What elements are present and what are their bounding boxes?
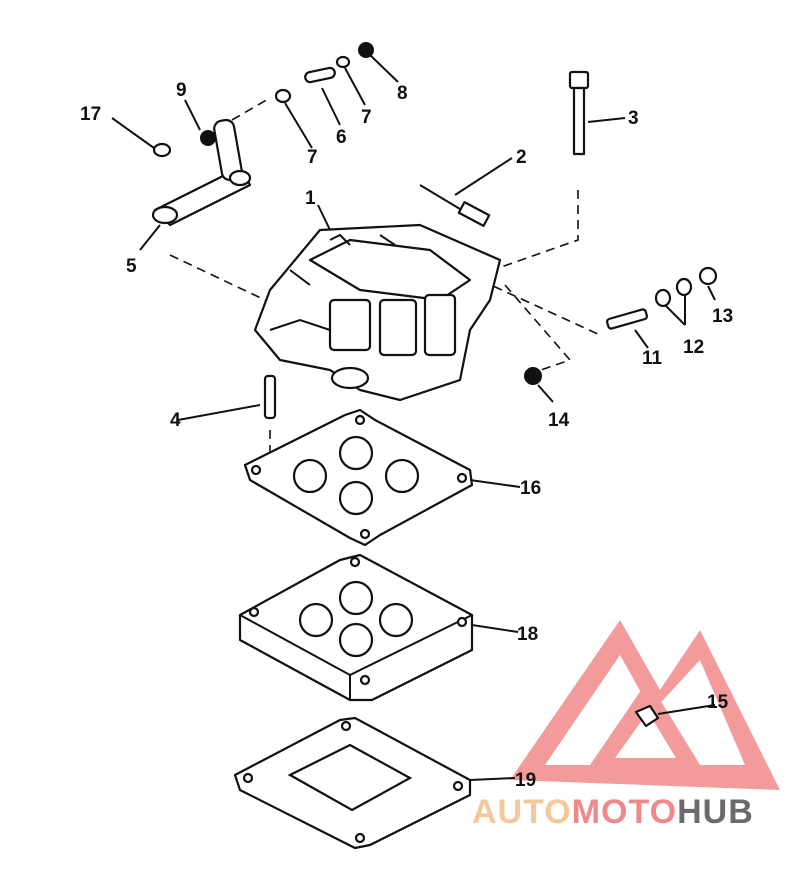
pin-part-6 bbox=[304, 66, 336, 84]
watermark-text: AUTOMOTOHUB bbox=[472, 793, 754, 831]
gasket-part-16 bbox=[243, 408, 474, 547]
callout-13: 13 bbox=[712, 306, 733, 327]
callout-14: 14 bbox=[548, 410, 570, 431]
leader-lines bbox=[111, 54, 716, 781]
callout-1: 1 bbox=[305, 188, 316, 209]
callout-17: 17 bbox=[80, 104, 101, 125]
washers-part-12 bbox=[654, 277, 693, 308]
rod-part-2 bbox=[419, 184, 491, 227]
callout-4: 4 bbox=[170, 410, 181, 431]
nut-part-9 bbox=[200, 130, 216, 146]
callout-15: 15 bbox=[707, 692, 729, 713]
bolt-part-3 bbox=[568, 70, 590, 156]
gasket-part-19 bbox=[233, 716, 472, 850]
callout-9: 9 bbox=[176, 80, 187, 101]
callout-5: 5 bbox=[126, 256, 137, 277]
carburetor-part-1 bbox=[253, 223, 502, 402]
nut-part-14 bbox=[524, 367, 542, 385]
callout-6: 6 bbox=[336, 127, 347, 148]
callout-19: 19 bbox=[515, 770, 536, 791]
watermark-moto: MOTO bbox=[572, 793, 677, 831]
clip-part-17 bbox=[152, 142, 172, 158]
watermark-auto: AUTO bbox=[472, 793, 572, 831]
watermark-logo bbox=[510, 620, 780, 790]
stud-part-11 bbox=[606, 308, 648, 330]
callout-16: 16 bbox=[520, 478, 541, 499]
callout-18: 18 bbox=[517, 624, 538, 645]
callout-labels: 1 2 3 4 5 6 7 7 8 9 11 12 13 14 15 16 17… bbox=[80, 80, 733, 791]
washer-part-7a bbox=[274, 88, 292, 104]
nut-part-13 bbox=[698, 266, 718, 286]
callout-7b: 7 bbox=[361, 107, 372, 128]
callout-8: 8 bbox=[397, 83, 408, 104]
stud-part-4 bbox=[263, 374, 277, 420]
callout-3: 3 bbox=[628, 108, 639, 129]
lever-arm-part-5 bbox=[151, 118, 252, 227]
callout-11: 11 bbox=[642, 348, 663, 369]
clip-part-15 bbox=[634, 704, 660, 728]
washer-part-7b bbox=[335, 55, 351, 69]
callout-7a: 7 bbox=[307, 147, 318, 168]
nut-part-8 bbox=[358, 42, 374, 58]
watermark-hub: HUB bbox=[677, 793, 754, 831]
callout-2: 2 bbox=[516, 147, 527, 168]
callout-12: 12 bbox=[683, 337, 704, 358]
spacer-part-18 bbox=[238, 553, 474, 702]
